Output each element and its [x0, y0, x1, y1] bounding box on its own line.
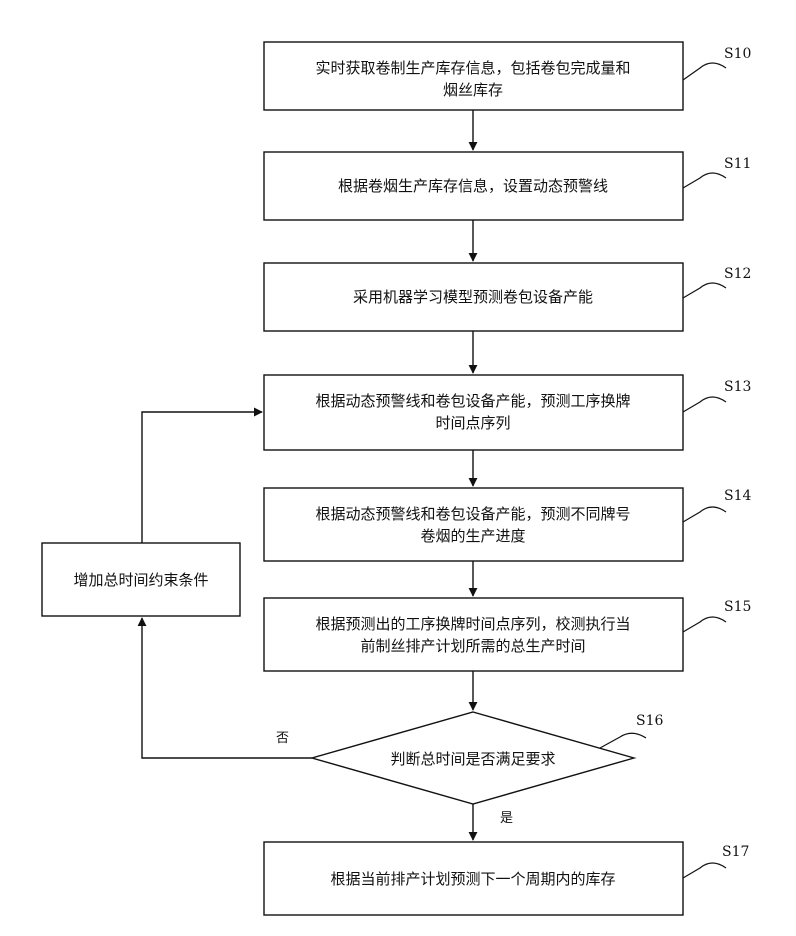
step-s14-box — [264, 488, 683, 561]
step-s13-text: 根据动态预警线和卷包设备产能，预测工序换牌时间点序列 — [315, 392, 630, 432]
step-s13-line-2: 时间点序列 — [435, 414, 510, 432]
side-box: 增加总时间约束条件 — [42, 543, 240, 616]
decision-s16: 判断总时间是否满足要求 S16 — [312, 712, 663, 804]
decision-yes-label: 是 — [500, 811, 513, 826]
step-s11-label: S11 — [724, 156, 751, 172]
step-s10: 实时获取卷制生产库存信息，包括卷包完成量和烟丝库存 S10 — [264, 42, 751, 110]
step-s17: 根据当前排产计划预测下一个周期内的库存 S17 — [264, 842, 749, 915]
step-s10-text: 实时获取卷制生产库存信息，包括卷包完成量和烟丝库存 — [315, 59, 630, 99]
decision-no-label: 否 — [276, 731, 289, 746]
step-s15-line-1: 根据预测出的工序换牌时间点序列，校测执行当 — [315, 615, 630, 633]
step-s10-line-1: 实时获取卷制生产库存信息，包括卷包完成量和 — [315, 59, 630, 77]
step-s12-text: 采用机器学习模型预测卷包设备产能 — [353, 288, 593, 306]
step-s14-leader — [683, 507, 726, 522]
step-s17-text: 根据当前排产计划预测下一个周期内的库存 — [330, 870, 615, 888]
step-s14: 根据动态预警线和卷包设备产能，预测不同牌号卷烟的生产进度 S14 — [264, 488, 751, 561]
step-s15-box — [264, 598, 683, 671]
step-s15-label: S15 — [724, 599, 751, 615]
step-s17-line-1: 根据当前排产计划预测下一个周期内的库存 — [330, 870, 615, 888]
step-s11: 根据卷烟生产库存信息，设置动态预警线 S11 — [264, 152, 751, 220]
step-s12-leader — [683, 283, 726, 298]
step-s12: 采用机器学习模型预测卷包设备产能 S12 — [264, 263, 751, 331]
step-s15: 根据预测出的工序换牌时间点序列，校测执行当前制丝排产计划所需的总生产时间 S15 — [264, 598, 751, 671]
step-s13-box — [264, 375, 683, 450]
step-s10-leader — [683, 63, 726, 80]
arrow-side-box-to-s13 — [142, 412, 262, 543]
side-box-text: 增加总时间约束条件 — [73, 571, 208, 589]
step-s14-label: S14 — [724, 488, 751, 504]
decision-s16-label: S16 — [636, 713, 663, 729]
step-s13-leader — [683, 397, 726, 412]
step-s14-line-1: 根据动态预警线和卷包设备产能，预测不同牌号 — [315, 505, 630, 523]
step-s13: 根据动态预警线和卷包设备产能，预测工序换牌时间点序列 S13 — [264, 375, 751, 450]
step-s14-text: 根据动态预警线和卷包设备产能，预测不同牌号卷烟的生产进度 — [315, 505, 630, 545]
decision-s16-text: 判断总时间是否满足要求 — [390, 750, 555, 768]
step-s11-line-1: 根据卷烟生产库存信息，设置动态预警线 — [338, 177, 608, 195]
step-s17-label: S17 — [722, 844, 749, 860]
step-s13-line-1: 根据动态预警线和卷包设备产能，预测工序换牌 — [315, 392, 630, 410]
step-s14-line-2: 卷烟的生产进度 — [420, 527, 525, 545]
step-s15-text: 根据预测出的工序换牌时间点序列，校测执行当前制丝排产计划所需的总生产时间 — [315, 615, 630, 655]
step-s10-label: S10 — [724, 46, 751, 62]
step-s15-line-2: 前制丝排产计划所需的总生产时间 — [360, 637, 585, 655]
step-s15-leader — [683, 617, 726, 632]
step-s17-leader — [683, 863, 726, 878]
decision-s16-leader — [600, 733, 646, 748]
step-s12-label: S12 — [724, 266, 751, 282]
step-s13-label: S13 — [724, 379, 751, 395]
step-s11-leader — [683, 173, 726, 188]
step-s10-line-2: 烟丝库存 — [443, 81, 503, 99]
step-s12-line-1: 采用机器学习模型预测卷包设备产能 — [353, 288, 593, 306]
step-s11-text: 根据卷烟生产库存信息，设置动态预警线 — [338, 177, 608, 195]
